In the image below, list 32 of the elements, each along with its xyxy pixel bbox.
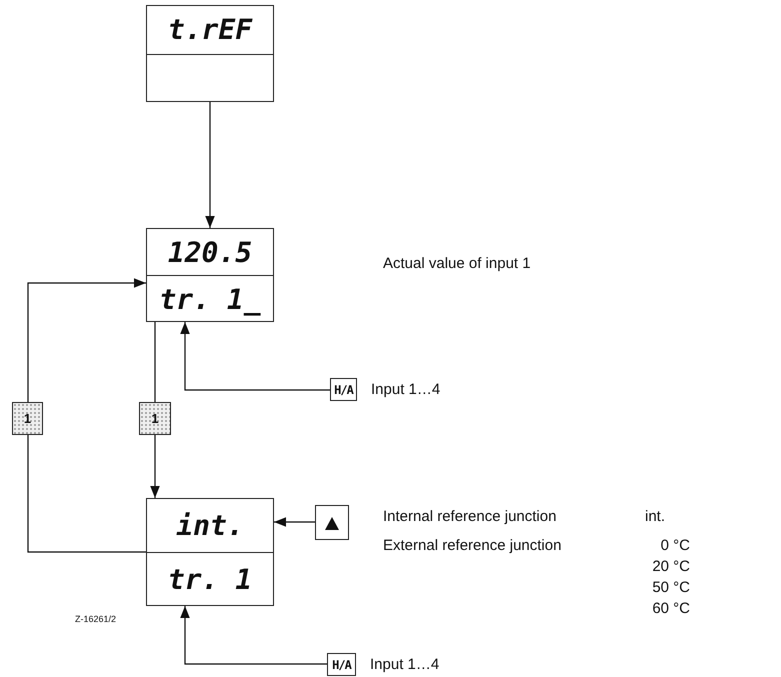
display-panel [146, 228, 274, 322]
display-panel [146, 498, 274, 606]
setting-value: int. [645, 508, 666, 525]
display-reading: tr. 1_ [159, 282, 261, 316]
description-text: External reference junction [383, 537, 562, 554]
display-reading: t.rEF [168, 13, 252, 46]
arrow [180, 322, 330, 391]
setting-value: 20 °C [652, 558, 690, 575]
key-symbol: 1 [12, 402, 43, 435]
arrow [274, 517, 315, 527]
display-reading: int. [176, 509, 244, 542]
arrow [150, 435, 160, 498]
arrow [27, 278, 146, 402]
key-symbol: 1 [139, 402, 171, 435]
arrow [205, 102, 215, 228]
input-note: Input 1…4 [371, 380, 440, 398]
setting-value: 50 °C [652, 579, 690, 596]
key-symbol [315, 505, 349, 540]
display-reading: tr. 1 [168, 563, 252, 596]
display-reading: 120.5 [168, 236, 252, 268]
key-symbol: H/A [330, 378, 357, 401]
display-panel [146, 5, 274, 102]
connector-line [154, 322, 156, 402]
setting-value: 60 °C [652, 600, 690, 617]
arrow [180, 606, 327, 665]
description-text: Actual value of input 1 [383, 255, 531, 272]
input-note: Input 1…4 [370, 656, 440, 672]
drawing-number: Z-16261/2 [75, 614, 116, 624]
description-text: Internal reference junction [383, 508, 556, 525]
connector-line [27, 435, 146, 553]
setting-value: 0 °C [660, 537, 690, 554]
key-symbol: H/A [327, 653, 356, 676]
